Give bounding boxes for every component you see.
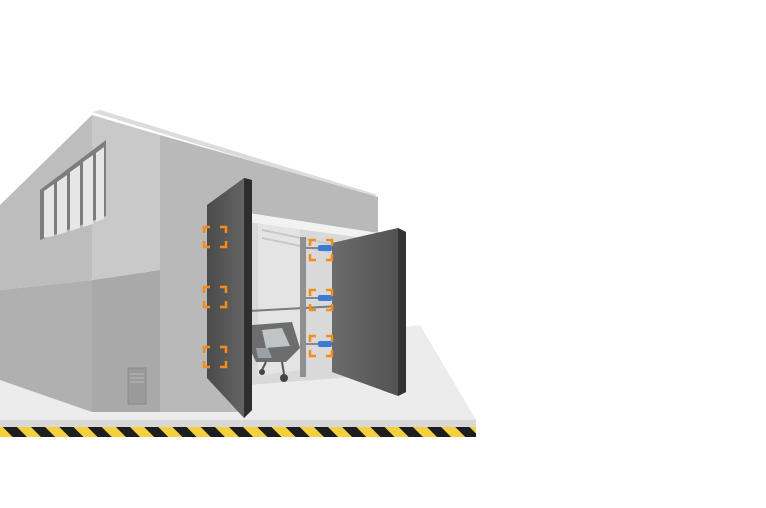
door-frame-post [300,237,306,377]
left-door-markers [202,225,228,369]
right-hangar-door [332,228,406,396]
right-door-markers [308,238,334,358]
hazard-stripe [0,427,476,437]
left-hangar-door [207,178,252,418]
helicopter [229,305,341,382]
hangar-building [0,110,378,412]
